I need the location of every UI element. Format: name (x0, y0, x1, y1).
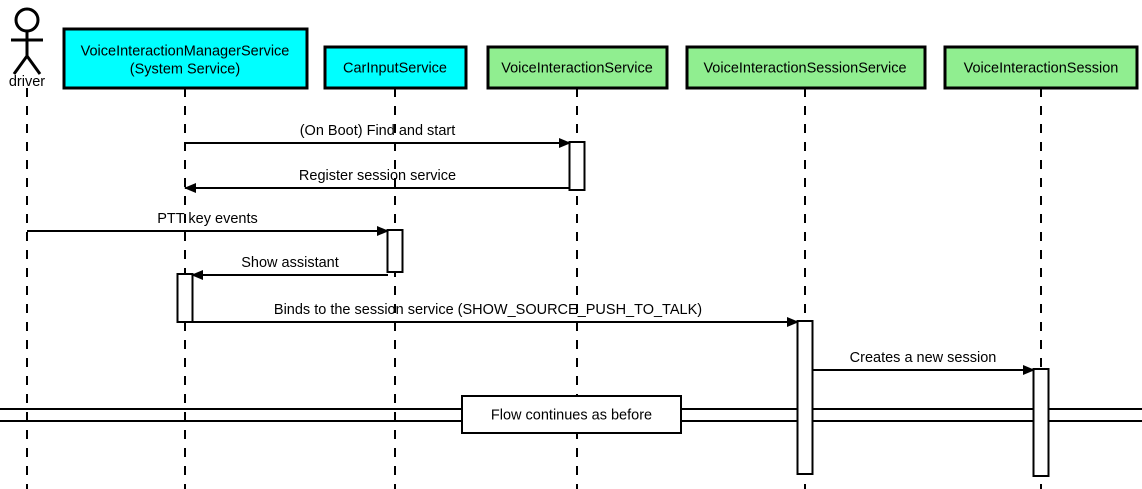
participant-label-vsession_service: VoiceInteractionSessionService (703, 61, 906, 77)
activation-bar-vims (176, 273, 194, 323)
divider-note-label: Flow continues as before (491, 408, 652, 424)
actor-leg-right-icon (25, 55, 42, 75)
actor-leg-left-icon (12, 55, 29, 75)
actor-head-icon (14, 7, 40, 33)
participant-label-vis: VoiceInteractionService (501, 61, 653, 77)
participant-boxes-group: VoiceInteractionManagerService (System Se… (62, 27, 1139, 90)
divider-note-group: Flow continues as before (461, 395, 682, 434)
participant-box-vims[interactable] (62, 27, 309, 90)
participant-box-vis[interactable] (486, 45, 669, 90)
activation-bar-carinput (386, 229, 404, 273)
participant-sublabel-vims: (System Service) (130, 62, 240, 78)
participant-box-vsession[interactable] (943, 45, 1139, 90)
message-label-msg-ptt-key-events: PTT key events (157, 211, 257, 227)
activation-bar-vsession_service (796, 320, 814, 475)
participant-label-vsession: VoiceInteractionSession (964, 61, 1119, 77)
participant-box-carinput[interactable] (323, 45, 468, 90)
participant-label-vims: VoiceInteractionManagerService (81, 44, 290, 60)
actor-figure-group: driver (9, 7, 45, 90)
actor-label: driver (9, 74, 45, 90)
participant-box-vsession_service[interactable] (685, 45, 927, 90)
message-label-msg-creates-a-new-session: Creates a new session (850, 350, 997, 366)
divider-note-box (461, 395, 682, 434)
message-label-msg-binds-to-session-service: Binds to the session service (SHOW_SOURC… (274, 302, 702, 318)
participant-label-carinput: CarInputService (343, 61, 447, 77)
activation-bar-vsession (1032, 368, 1050, 477)
message-label-msg-find-and-start: (On Boot) Find and start (300, 123, 456, 139)
activation-bar-vis (568, 141, 586, 191)
message-label-msg-show-assistant: Show assistant (241, 255, 339, 271)
message-label-msg-register-session-service: Register session service (299, 168, 456, 184)
activation-bars-group (176, 141, 1050, 477)
